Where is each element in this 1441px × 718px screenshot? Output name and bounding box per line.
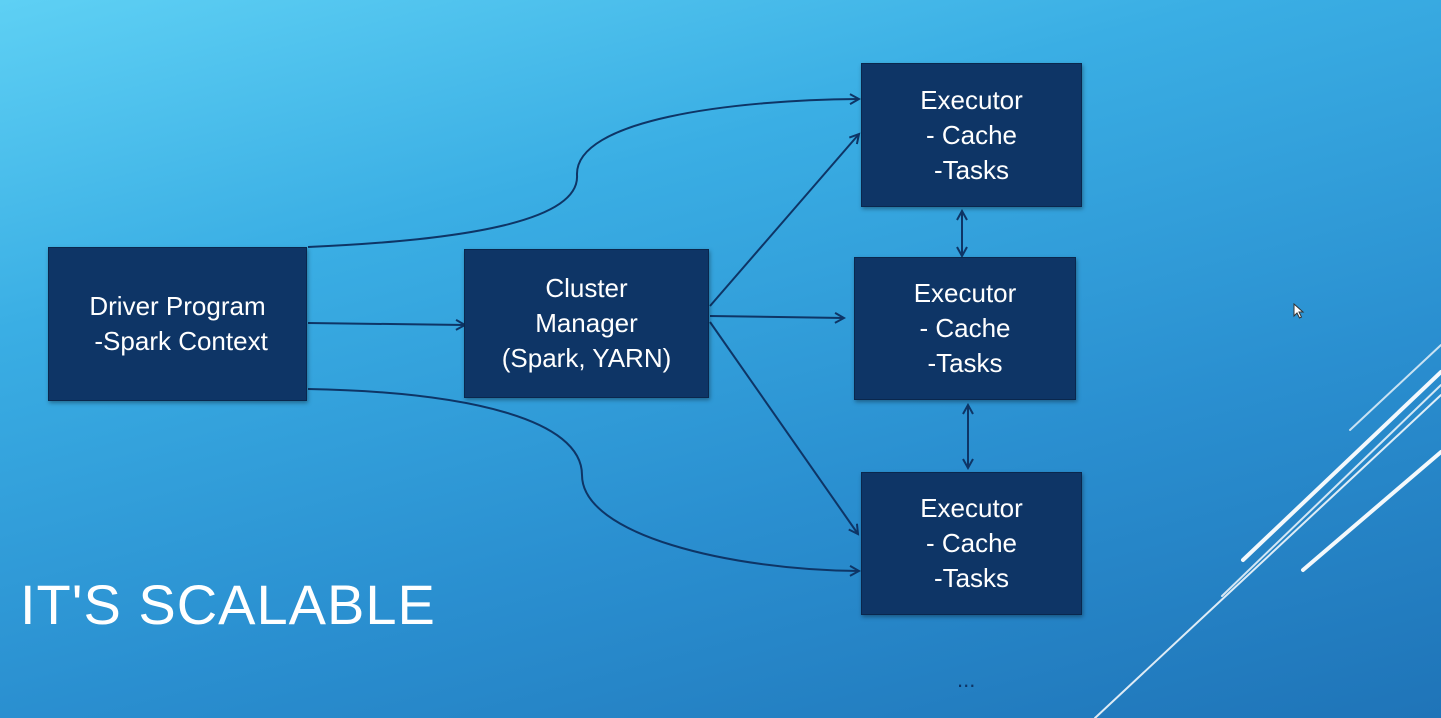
arrow-cluster-to-executor3 [709, 321, 858, 534]
executor2-line-1: Executor [913, 278, 1017, 308]
driver-line-1: Driver Program [89, 291, 266, 321]
arrow-driver-to-executor1 [307, 99, 859, 248]
executor1-line-3: -Tasks [933, 154, 1010, 185]
arrow-driver-to-executor3 [307, 388, 859, 571]
driver-line-2: -Spark Context [87, 326, 268, 356]
cluster-line-1: Cluster [545, 273, 628, 303]
cluster-line-2: Manager [535, 308, 638, 338]
executor1-line-1: Executor [920, 84, 1023, 115]
executor1-line-2: - Cache [925, 119, 1018, 150]
executor-box-1: Executor - Cache -Tasks [861, 63, 1082, 207]
arrow-driver-to-cluster [307, 323, 465, 325]
executor3-line-2: - Cache [925, 528, 1018, 558]
slide-title: IT'S SCALABLE [20, 573, 436, 636]
cluster-manager-box: Cluster Manager (Spark, YARN) [464, 249, 709, 398]
executor-box-3: Executor - Cache -Tasks [861, 472, 1082, 615]
executor2-line-2: - Cache [919, 313, 1011, 343]
more-executors-ellipsis: ... [957, 667, 976, 692]
executor2-line-3: -Tasks [927, 348, 1003, 378]
executor3-line-3: -Tasks [933, 563, 1010, 593]
arrow-cluster-to-executor1 [709, 134, 859, 307]
executor-box-2: Executor - Cache -Tasks [854, 257, 1076, 400]
driver-program-box: Driver Program -Spark Context [48, 247, 307, 401]
executor3-line-1: Executor [920, 493, 1023, 523]
mouse-pointer-icon [1293, 303, 1305, 319]
cluster-line-3: (Spark, YARN) [501, 343, 672, 373]
arrow-cluster-to-executor2 [709, 316, 844, 318]
